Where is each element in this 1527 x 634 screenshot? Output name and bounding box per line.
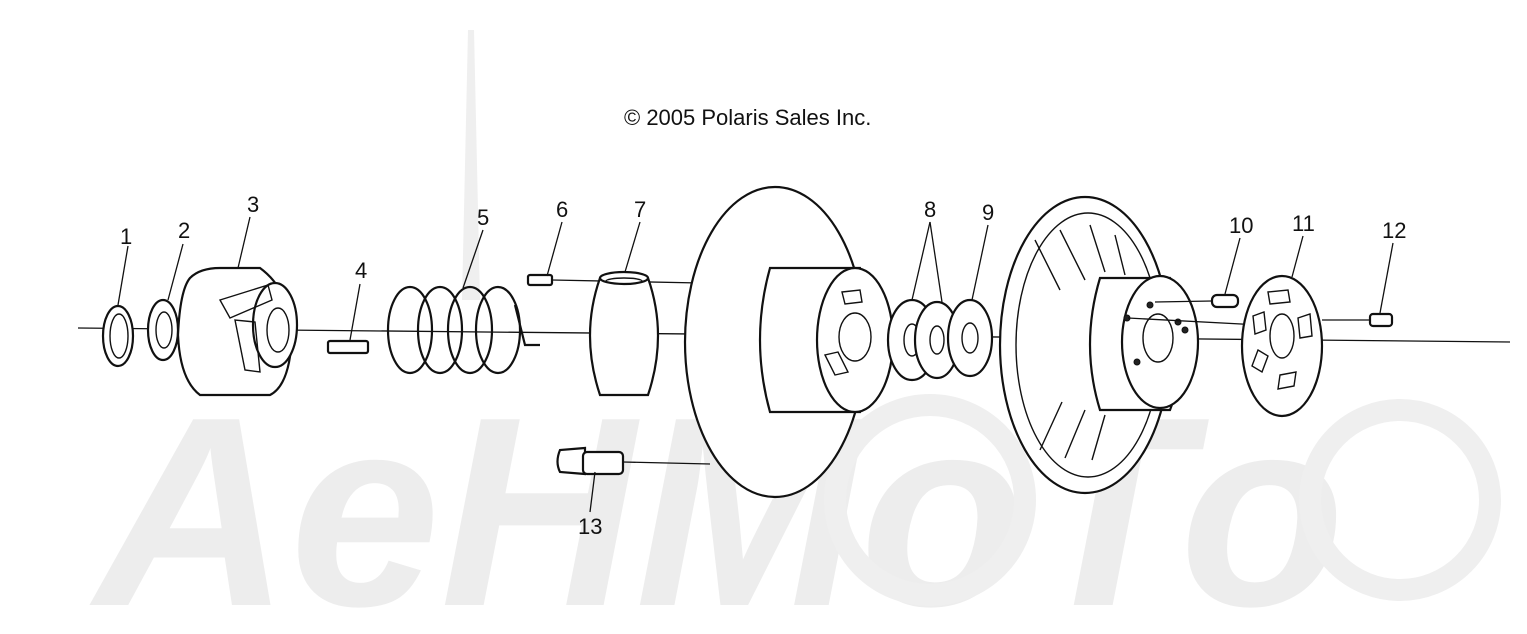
leader-lines xyxy=(117,216,1394,513)
callout-3: 3 xyxy=(247,192,259,217)
leader-3 xyxy=(237,216,251,269)
callout-1: 1 xyxy=(120,224,132,249)
leader-9 xyxy=(971,224,989,301)
part-9-spacer xyxy=(946,298,994,378)
stationary-sheave xyxy=(998,195,1200,495)
part-1-snap-ring xyxy=(101,304,135,368)
watermark-wheel-left xyxy=(824,394,1036,606)
leader-1 xyxy=(117,245,129,306)
leader-5 xyxy=(462,229,484,289)
part-5-spring xyxy=(386,285,540,375)
leader-2 xyxy=(167,243,184,301)
leader-10 xyxy=(1224,237,1241,295)
watermark-tower xyxy=(462,30,480,300)
part-3-cam xyxy=(176,266,299,397)
callout-7: 7 xyxy=(634,197,646,222)
callout-5: 5 xyxy=(477,205,489,230)
callout-12: 12 xyxy=(1382,218,1406,243)
callout-8: 8 xyxy=(924,197,936,222)
part-8-rollers xyxy=(886,298,961,382)
leader-12 xyxy=(1379,242,1394,314)
leader-8b xyxy=(929,221,943,303)
callout-labels: 1 2 3 4 5 6 7 8 9 10 11 12 13 xyxy=(120,192,1406,539)
callout-6: 6 xyxy=(556,197,568,222)
part-12-bolt xyxy=(1322,312,1394,328)
leader-13 xyxy=(589,471,596,513)
part-11-cover-plate xyxy=(1240,274,1324,418)
callout-10: 10 xyxy=(1229,213,1253,238)
part-2-washer xyxy=(146,298,180,362)
leader-6 xyxy=(546,221,563,277)
callout-13: 13 xyxy=(578,514,602,539)
leader-11 xyxy=(1291,235,1304,278)
leader-4 xyxy=(349,283,361,341)
callout-9: 9 xyxy=(982,200,994,225)
copyright-text: © 2005 Polaris Sales Inc. xyxy=(624,105,871,130)
callout-2: 2 xyxy=(178,218,190,243)
callout-4: 4 xyxy=(355,258,367,283)
watermark-wheel-right xyxy=(1299,399,1501,601)
part-7-bushing xyxy=(588,270,660,397)
part-4-key xyxy=(326,339,370,355)
part-10-plug xyxy=(1127,293,1261,326)
part-13-pin xyxy=(556,446,711,476)
leader-8a xyxy=(911,221,931,301)
leader-7 xyxy=(624,221,641,273)
callout-11: 11 xyxy=(1292,211,1315,236)
